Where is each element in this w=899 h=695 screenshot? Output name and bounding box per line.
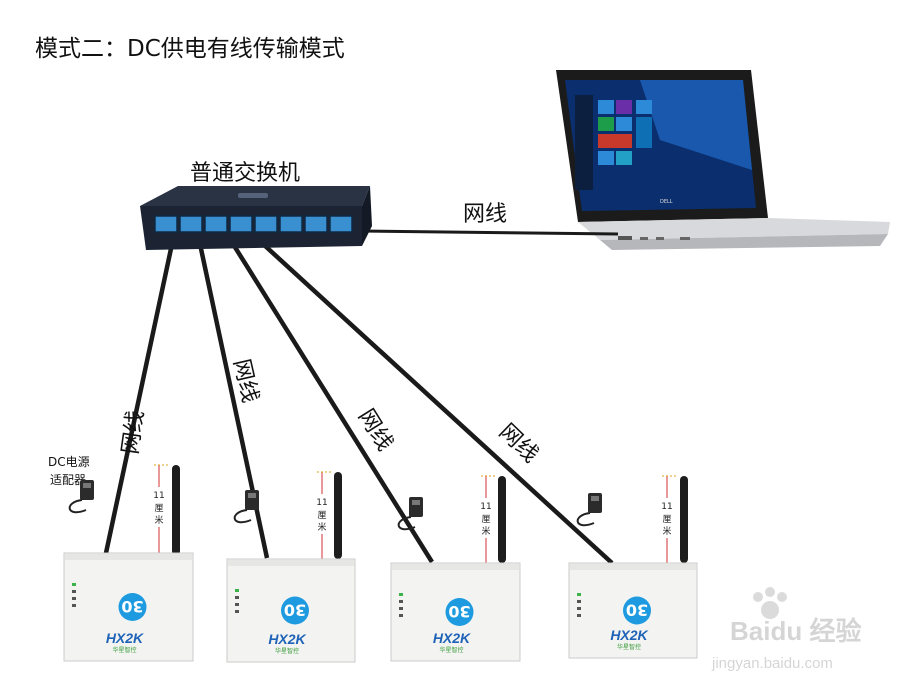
- antenna-height-value: 11: [480, 502, 491, 512]
- dc-adapter-icon: [576, 493, 602, 527]
- antenna-height-unit-2: 米: [317, 521, 326, 533]
- device-badge: [118, 593, 147, 621]
- device-body: [226, 558, 356, 663]
- antenna: [680, 476, 688, 563]
- status-led: [235, 610, 239, 613]
- device-badge-number: 30: [121, 597, 143, 616]
- antenna-height-dimension: 11 厘米: [152, 464, 170, 556]
- antenna-height-unit-2: 米: [662, 525, 671, 537]
- device-brand-cn: 华星智控: [439, 646, 463, 654]
- device-badge: [281, 596, 309, 625]
- paw-icon: [761, 601, 779, 619]
- adapter-label-line1: DC电源: [48, 455, 90, 469]
- antenna-height-unit-1: 厘: [317, 510, 326, 521]
- cable-switch-laptop: [361, 229, 619, 236]
- cable-device-1: [103, 243, 175, 554]
- watermark: Baidu 经验 jingyan.baidu.com: [711, 587, 861, 672]
- dc-adapter-icon: [397, 497, 423, 531]
- network-switch: [140, 186, 372, 250]
- antenna: [498, 476, 506, 563]
- status-led: [399, 614, 403, 617]
- antenna-height-unit-1: 厘: [481, 514, 490, 525]
- device-brand-cn: 华星智控: [617, 643, 641, 651]
- status-led: [235, 603, 239, 606]
- status-led: [577, 593, 581, 596]
- cable-label-1: 网线: [118, 409, 149, 456]
- status-led: [72, 590, 76, 593]
- status-led: [235, 596, 239, 599]
- status-led: [577, 614, 581, 617]
- switch-side: [362, 186, 372, 246]
- antenna: [334, 472, 342, 559]
- device-badge-number: 30: [626, 601, 648, 620]
- device-brand-cn: 华星智控: [112, 646, 136, 654]
- antenna-height-dimension: 11 厘米: [660, 475, 678, 564]
- screen-glow: [640, 80, 752, 170]
- antenna-height-value: 11: [316, 498, 327, 508]
- laptop-base: [578, 218, 890, 240]
- status-led: [235, 589, 239, 592]
- antenna: [172, 465, 180, 555]
- status-led: [577, 600, 581, 603]
- cable-device-3: [231, 242, 434, 564]
- status-led: [72, 597, 76, 600]
- device-brand-logo: HX2K: [106, 630, 144, 646]
- antenna-height-dimension: 11 厘米: [315, 471, 332, 560]
- watermark-url: jingyan.baidu.com: [711, 655, 833, 672]
- status-led: [577, 607, 581, 610]
- device-brand-cn: 华星智控: [275, 647, 299, 655]
- antenna-height-value: 11: [661, 502, 672, 512]
- switch-label: 普通交换机: [190, 161, 300, 186]
- status-led: [72, 583, 76, 586]
- device-badge-number: 30: [284, 601, 306, 620]
- antenna-height-dimension: 11 厘米: [479, 475, 496, 564]
- dc-adapter-icon: [68, 480, 94, 514]
- cable-device-2: [197, 243, 270, 559]
- laptop: DELL: [556, 70, 890, 250]
- device-brand-logo: HX2K: [433, 630, 471, 646]
- antenna-height-unit-2: 米: [154, 514, 163, 526]
- device-badge-number: 30: [448, 602, 470, 621]
- device-badge: [623, 596, 651, 625]
- status-led: [72, 604, 76, 607]
- device-brand-logo: HX2K: [610, 627, 648, 643]
- antenna-height-unit-2: 米: [481, 525, 490, 537]
- switch-ports: [154, 215, 353, 233]
- device-badge: [445, 598, 474, 626]
- antenna-height-unit-1: 厘: [154, 503, 163, 514]
- start-menu-tiles: [575, 95, 652, 190]
- cable-device-4: [261, 242, 614, 565]
- laptop-ethernet-port: [618, 236, 632, 240]
- laptop-brand-label: DELL: [660, 199, 673, 205]
- device-brand-logo: HX2K: [268, 631, 306, 647]
- cables: [103, 229, 619, 565]
- status-led: [399, 607, 403, 610]
- status-led: [399, 593, 403, 596]
- antenna-height-unit-1: 厘: [662, 514, 671, 525]
- switch-logo: [238, 193, 268, 198]
- antenna-height-value: 11: [153, 491, 164, 501]
- dc-adapter-icon: [233, 490, 259, 524]
- laptop-base-edge: [600, 234, 888, 250]
- laptop-cable-label: 网线: [463, 202, 507, 227]
- watermark-brand: Baidu 经验: [730, 616, 861, 646]
- devices: 11厘米30HX2K华星智控11厘米30HX2K华星智控11厘米30HX2K华星…: [63, 464, 698, 663]
- adapter-label-line2: 适配器: [50, 473, 86, 487]
- diagram-title: 模式二：DC供电有线传输模式: [35, 36, 345, 62]
- status-led: [399, 600, 403, 603]
